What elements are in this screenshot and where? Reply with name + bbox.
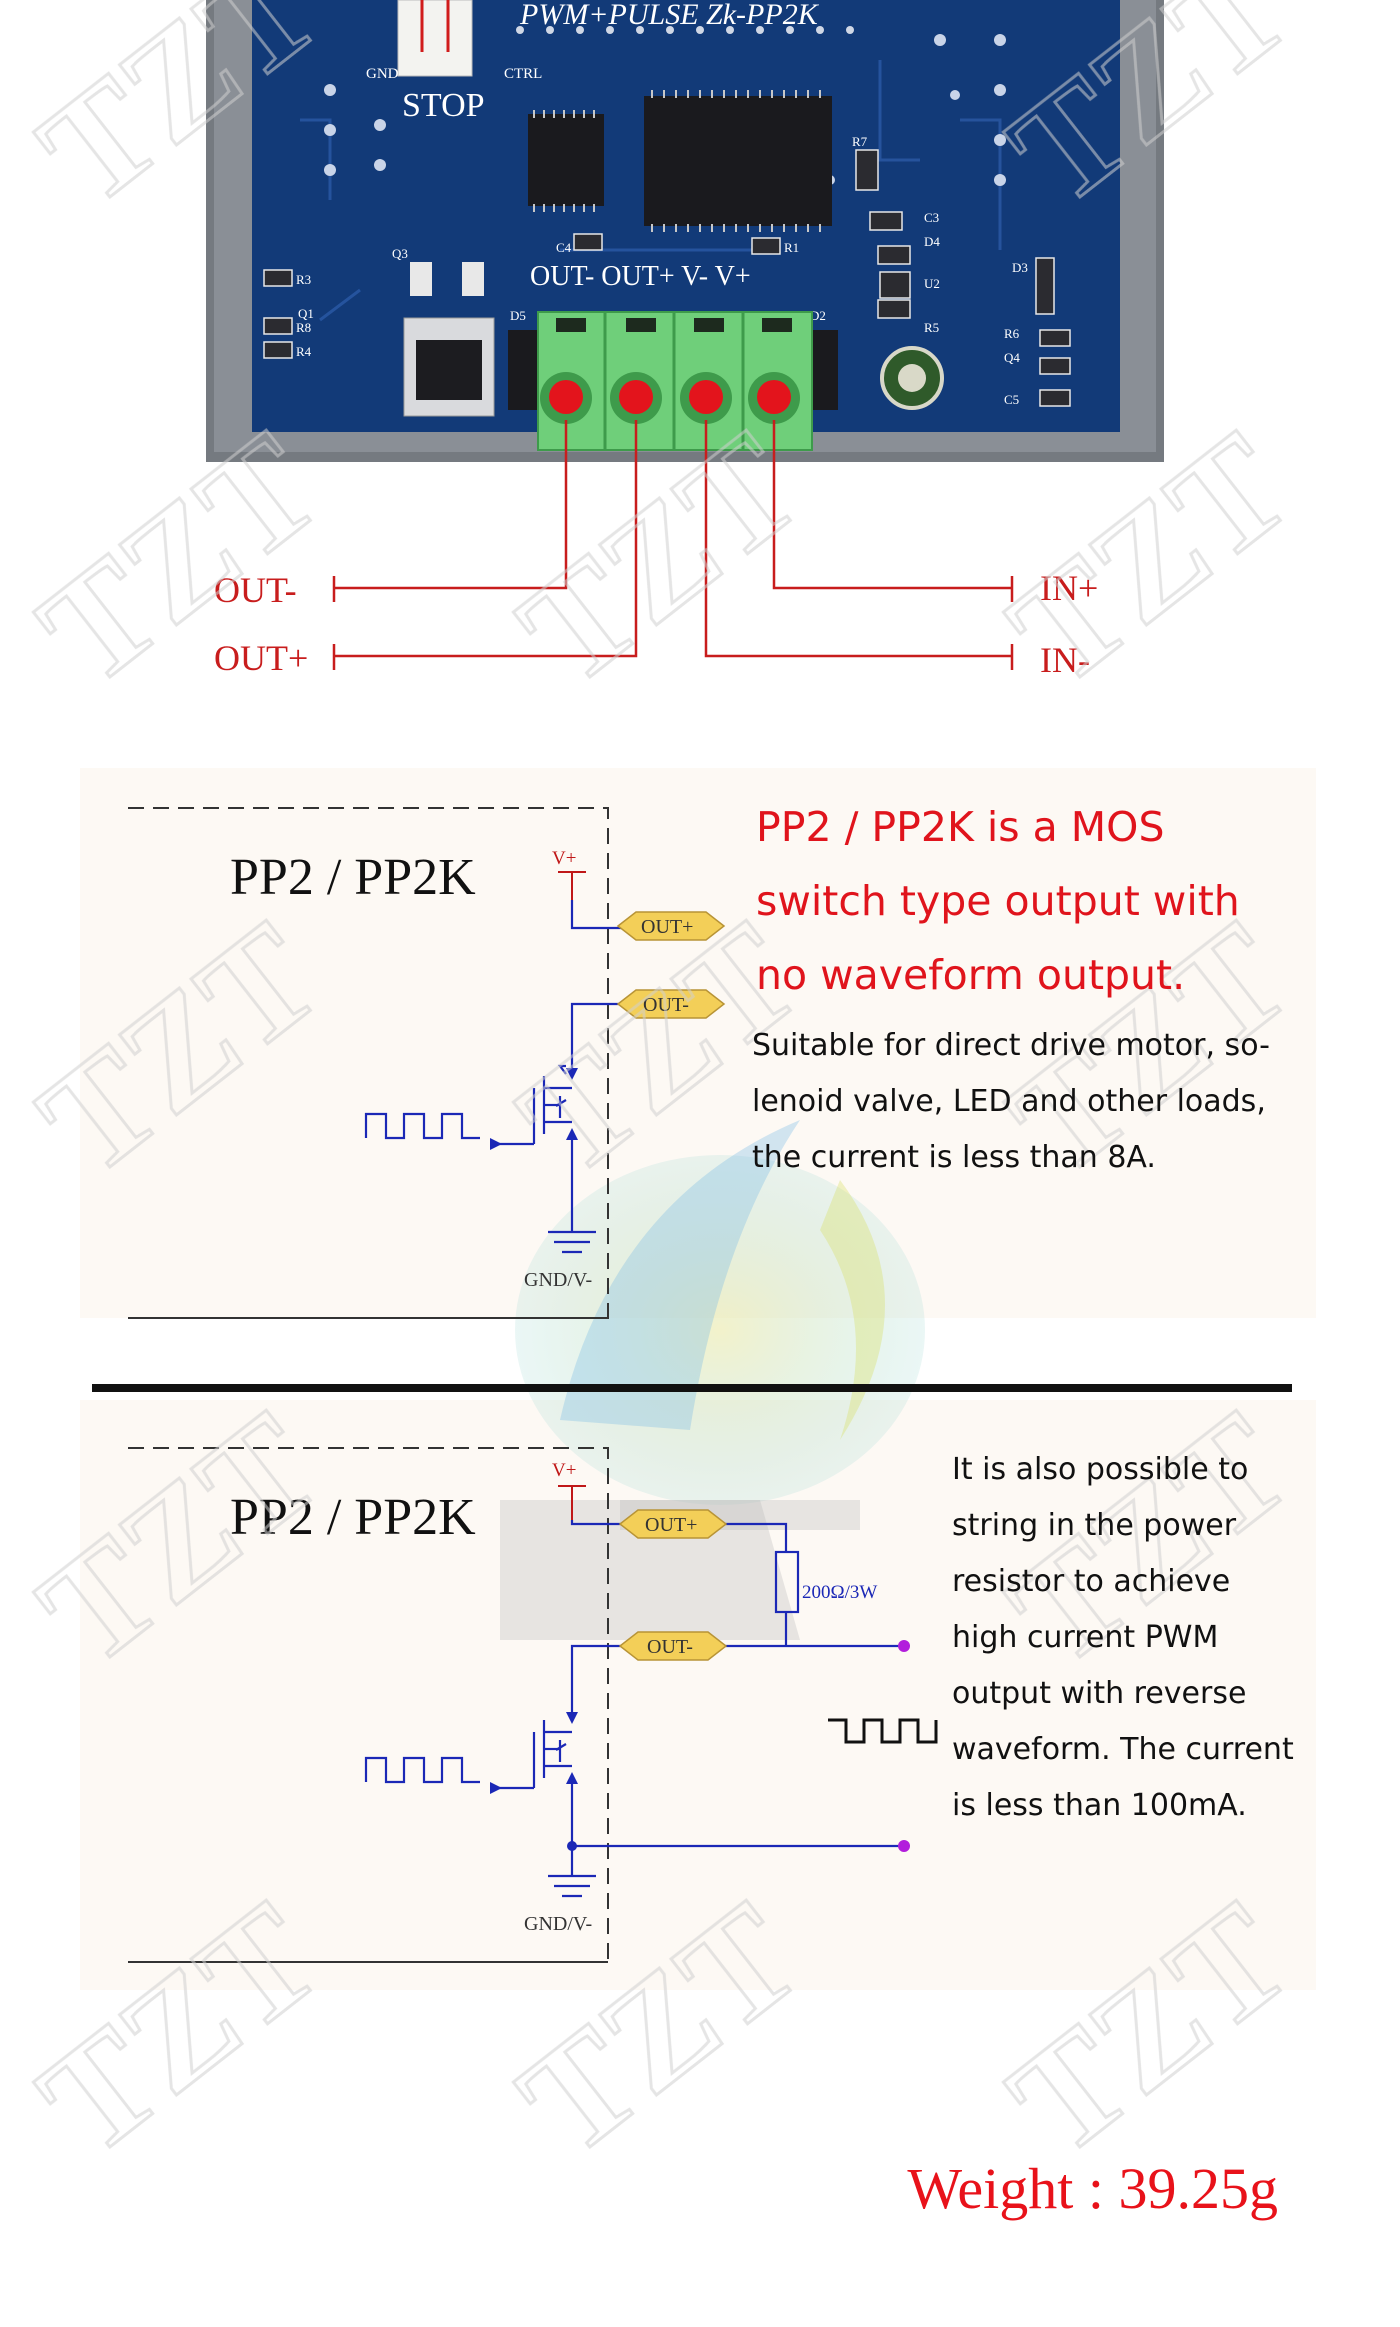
silk-d5: D5 [510, 308, 526, 323]
section2-body-line: waveform. The current [952, 1732, 1294, 1767]
reverse-waveform-icon [828, 1718, 938, 1744]
wire-in-minus [704, 420, 1012, 658]
silk-d2: D2 [810, 308, 826, 323]
silk-q3: Q3 [392, 246, 408, 261]
wire-in-plus [772, 420, 1012, 590]
silk-r8: R8 [296, 320, 311, 335]
section1-heading-line: PP2 / PP2K is a MOS [756, 803, 1165, 851]
silk-u2: U2 [924, 276, 940, 291]
section-divider [92, 1384, 1292, 1392]
section2-body-line: It is also possible to [952, 1452, 1249, 1487]
section1-description: Suitable for direct drive motor, so- len… [752, 1018, 1312, 1186]
board-stop-label: STOP [402, 87, 485, 124]
background-logo [500, 1120, 925, 1640]
weight-label: Weight : 39.25g [907, 2156, 1278, 2221]
section2-gnd: GND/V- [524, 1913, 592, 1935]
silk-q1: Q1 [298, 306, 314, 321]
board-model-label: PWM+PULSE Zk-PP2K [519, 0, 820, 31]
resistor-label: 200Ω/3W [802, 1582, 877, 1603]
silk-d4: D4 [924, 234, 940, 249]
silk-r5: R5 [924, 320, 939, 335]
silk-r4: R4 [296, 344, 312, 359]
section2-body-line: high current PWM [952, 1620, 1219, 1655]
wiring-diagram [332, 420, 1014, 670]
section1-vplus: V+ [552, 848, 576, 869]
section1-out-plus-tag: OUT+ [641, 916, 693, 938]
stop-connector [397, 0, 473, 77]
section1-body-line: Suitable for direct drive motor, so- [752, 1028, 1270, 1063]
section2-out-minus-tag: OUT- [647, 1636, 693, 1658]
mosfet-package [416, 340, 482, 400]
board-ctrl-label: CTRL [504, 66, 542, 82]
silk-c5: C5 [1004, 392, 1019, 407]
section1-heading: PP2 / PP2K is a MOS switch type output w… [756, 790, 1316, 1012]
section2-body-line: output with reverse [952, 1676, 1247, 1711]
section1-gnd: GND/V- [524, 1269, 592, 1291]
silk-r1: R1 [784, 240, 799, 255]
section2-body-line: is less than 100mA. [952, 1788, 1247, 1823]
section2-title: PP2 / PP2K [230, 1489, 476, 1546]
section2-body-line: string in the power [952, 1508, 1237, 1543]
terminal-silk-label: OUT- OUT+ V- V+ [530, 261, 751, 292]
terminal-pins [549, 380, 791, 414]
silk-r6: R6 [1004, 326, 1020, 341]
label-out-minus: OUT- [214, 570, 297, 610]
section1-out-minus-tag: OUT- [643, 994, 689, 1016]
section1-body-line: the current is less than 8A. [752, 1140, 1156, 1175]
ic-main [644, 96, 832, 226]
silk-r3: R3 [296, 272, 311, 287]
label-in-plus: IN+ [1040, 568, 1098, 608]
section2-circuit: PP2 / PP2K V+ [128, 1447, 938, 1963]
section1-circuit: PP2 / PP2K V+ GND/V- OUT+ [128, 807, 726, 1319]
section1-body-line: lenoid valve, LED and other loads, [752, 1084, 1266, 1119]
label-out-plus: OUT+ [214, 638, 308, 678]
section1-heading-line: no waveform output. [756, 951, 1186, 999]
silk-r7: R7 [852, 134, 868, 149]
board-gnd-label: GND [366, 66, 399, 82]
board-photo: PWM+PULSE Zk-PP2K GND CTRL STOP [206, 0, 1164, 462]
section2-description: It is also possible to string in the pow… [952, 1442, 1312, 1834]
ic-small [528, 114, 604, 206]
label-in-minus: IN- [1040, 640, 1090, 680]
silk-c4: C4 [556, 240, 572, 255]
silk-c3: C3 [924, 210, 939, 225]
section1-title: PP2 / PP2K [230, 849, 476, 906]
section1-heading-line: switch type output with [756, 877, 1240, 925]
wire-out-minus [334, 420, 568, 590]
wire-out-plus [334, 420, 638, 658]
output-nodes [898, 1640, 910, 1852]
section2-vplus: V+ [552, 1460, 576, 1481]
silk-d3: D3 [1012, 260, 1028, 275]
section2-body-line: resistor to achieve [952, 1564, 1231, 1599]
section2-out-plus-tag: OUT+ [645, 1514, 697, 1536]
silk-q4: Q4 [1004, 350, 1020, 365]
